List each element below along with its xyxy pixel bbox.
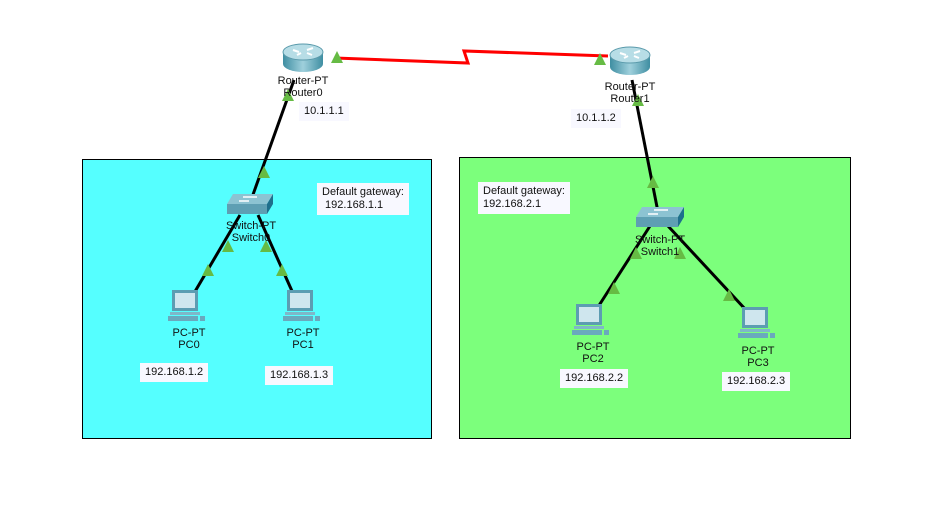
link-up-indicator [723, 289, 735, 301]
router1-label: Router-PT Router1 [590, 81, 670, 105]
pc2-label: PC-PT PC2 [553, 341, 633, 365]
pc1-label: PC-PT PC1 [263, 327, 343, 351]
pc3-ip-note[interactable]: 192.168.2.3 [722, 372, 791, 391]
link-up-indicator [258, 166, 270, 178]
router1-ip-note[interactable]: 10.1.1.2 [571, 109, 621, 128]
link-up-indicator [608, 282, 620, 294]
router0-name: Router0 [283, 87, 323, 99]
link-switch0-pc1[interactable] [256, 214, 298, 301]
router1-model: Router-PT [604, 81, 656, 93]
link-up-indicator [260, 240, 272, 252]
router0-icon[interactable] [281, 40, 325, 76]
pc2-icon[interactable] [572, 302, 612, 338]
serial-link-router0-router1[interactable] [334, 49, 609, 65]
pc3-icon[interactable] [738, 305, 778, 341]
router0-ip-note[interactable]: 10.1.1.1 [299, 102, 349, 121]
switch1-model: Switch-PT [634, 234, 686, 246]
router0-label: Router-PT Router0 [263, 75, 343, 99]
switch1-label: Switch-PT Switch1 [620, 234, 700, 258]
switch0-icon[interactable] [225, 192, 275, 218]
pc0-label: PC-PT PC0 [149, 327, 229, 351]
link-switch0-pc0[interactable] [188, 214, 242, 301]
left-gateway-note[interactable]: Default gateway: 192.168.1.1 [317, 183, 409, 215]
link-up-indicator [331, 51, 343, 63]
link-up-indicator [630, 247, 642, 259]
link-switch1-pc2[interactable] [596, 225, 652, 308]
link-up-indicator [276, 264, 288, 276]
pc0-name: PC0 [178, 339, 200, 351]
switch1-icon[interactable] [634, 205, 686, 231]
link-up-indicator [674, 247, 686, 259]
link-up-indicator [632, 94, 644, 106]
router1-name: Router1 [610, 93, 650, 105]
pc2-model: PC-PT [576, 341, 610, 353]
switch0-label: Switch-PT Switch0 [211, 220, 291, 244]
pc1-icon[interactable] [283, 288, 323, 324]
link-up-indicator [282, 89, 294, 101]
pc0-icon[interactable] [168, 288, 208, 324]
pc3-model: PC-PT [741, 345, 775, 357]
link-up-indicator [647, 176, 659, 188]
router1-icon[interactable] [608, 43, 652, 79]
pc1-name: PC1 [292, 339, 314, 351]
pc3-label: PC-PT PC3 [718, 345, 798, 369]
pc3-name: PC3 [747, 357, 769, 369]
link-switch1-pc3[interactable] [666, 224, 748, 312]
pc2-name: PC2 [582, 353, 604, 365]
right-gateway-note[interactable]: Default gateway: 192.168.2.1 [478, 182, 570, 214]
router0-model: Router-PT [277, 75, 329, 87]
switch0-model: Switch-PT [225, 220, 277, 232]
link-up-indicator [222, 240, 234, 252]
pc1-ip-note[interactable]: 192.168.1.3 [265, 366, 334, 385]
switch0-name: Switch0 [231, 232, 271, 244]
link-up-indicator [594, 53, 606, 65]
pc1-model: PC-PT [286, 327, 320, 339]
pc2-ip-note[interactable]: 192.168.2.2 [560, 369, 629, 388]
pc0-ip-note[interactable]: 192.168.1.2 [140, 363, 209, 382]
pc0-model: PC-PT [172, 327, 206, 339]
link-up-indicator [202, 264, 214, 276]
switch1-name: Switch1 [640, 246, 680, 258]
